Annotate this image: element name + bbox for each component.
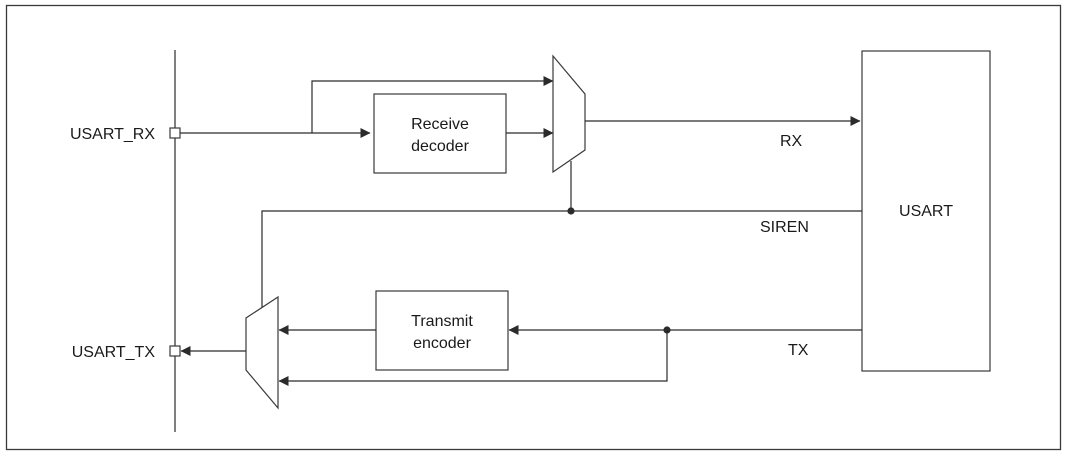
transmit-encoder-box — [375, 290, 509, 371]
diagram-frame — [5, 4, 1062, 451]
rx-multiplexer — [552, 54, 586, 174]
siren-junction-dot — [567, 207, 575, 215]
receive-decoder-box — [373, 93, 507, 174]
usart-rx-pin-label: USART_RX — [70, 126, 155, 143]
tx-signal-label: TX — [788, 342, 809, 359]
rx-signal-label: RX — [780, 133, 803, 150]
usart-tx-pin-label: USART_TX — [72, 344, 156, 361]
rx-bypass-wire — [311, 76, 554, 133]
tx-bypass-wire — [278, 330, 668, 386]
siren-control-wire — [261, 210, 862, 312]
rx-pin-square — [169, 127, 181, 139]
siren-signal-label: SIREN — [760, 219, 809, 236]
tx-pin-square — [169, 345, 181, 357]
usart-block-label: USART — [899, 203, 953, 220]
tx-multiplexer — [245, 295, 279, 410]
